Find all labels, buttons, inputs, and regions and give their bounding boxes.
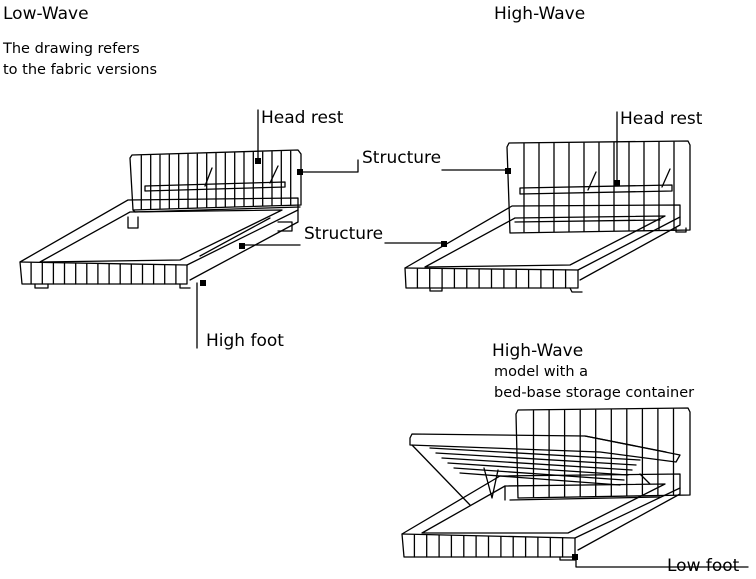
lid-slat — [429, 447, 641, 461]
low-wave-headboard-ribs — [140, 150, 292, 210]
low-wave-head-rest-label: Head rest — [261, 108, 344, 128]
low-foot-label: Low foot — [667, 556, 740, 576]
lid-slat — [435, 452, 637, 466]
high-wave-head-rest-label: Head rest — [620, 109, 703, 129]
low-wave-bed — [19, 149, 302, 289]
low-wave-title: Low-Wave — [3, 4, 89, 24]
high-wave-title: High-Wave — [494, 4, 586, 24]
callout-lines — [196, 109, 749, 568]
low-wave-front-ribs — [30, 262, 177, 285]
high-wave-front-ribs — [416, 268, 567, 289]
structure-middle-label: Structure — [304, 224, 384, 244]
storage-model-subtitle-line1: model with a — [494, 364, 589, 380]
lid-slat — [459, 472, 621, 486]
lid-slat — [441, 457, 633, 471]
low-wave-note-line2: to the fabric versions — [3, 62, 157, 78]
high-wave-bed — [404, 140, 691, 293]
storage-model-title: High-Wave — [492, 341, 584, 361]
storage-bed — [401, 407, 691, 561]
structure-top-label: Structure — [362, 148, 442, 168]
high-foot-label: High foot — [206, 331, 284, 351]
lid-slat — [447, 462, 629, 476]
low-wave-note-line1: The drawing refers — [3, 41, 140, 57]
storage-lid-slats — [429, 447, 641, 486]
storage-front-ribs — [413, 534, 564, 558]
lid-slat — [453, 467, 625, 481]
storage-model-subtitle-line2: bed-base storage container — [494, 385, 695, 401]
